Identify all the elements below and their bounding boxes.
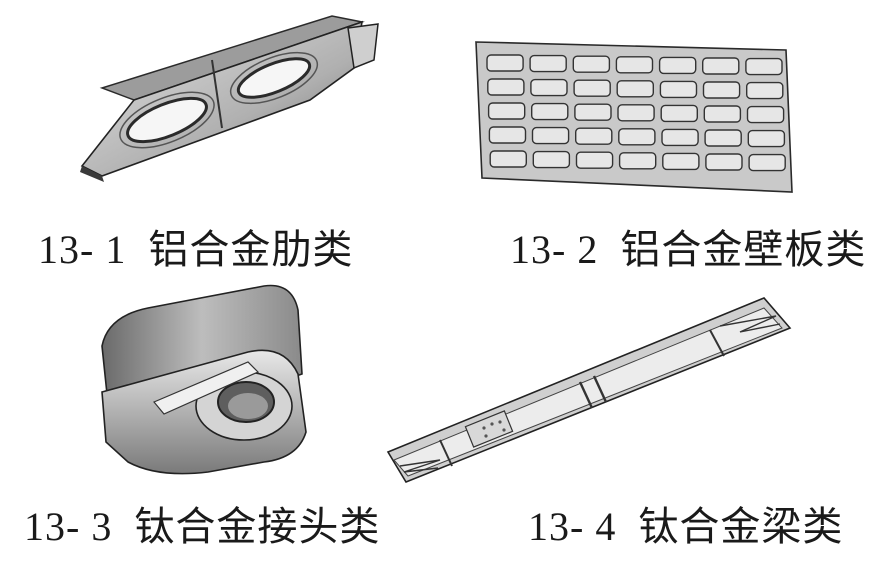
panel-pocket: [487, 102, 526, 120]
panel-pocket: [489, 150, 527, 168]
panel-pocket: [745, 57, 783, 76]
panel-pocket: [488, 126, 527, 144]
panel-pocket: [574, 103, 612, 121]
panel-pocket: [615, 56, 654, 74]
figure-13-3-caption: 13- 3 钛合金接头类: [24, 503, 380, 551]
panel-pocket: [659, 80, 698, 99]
panel-pocket: [617, 104, 655, 122]
figure-13-1-label: 铝合金肋类: [148, 227, 354, 273]
panel-pocket: [704, 129, 742, 147]
panel-pocket: [660, 104, 698, 123]
figure-13-2-label: 铝合金壁板类: [620, 227, 867, 273]
figure-13-3-number: 13- 3: [24, 504, 113, 549]
panel-pocket: [531, 126, 570, 145]
figure-13-1-number: 13- 1: [38, 227, 127, 272]
panel-pocket: [575, 151, 614, 169]
panel-pocket: [574, 127, 613, 145]
panel-pocket: [661, 128, 699, 147]
panel-pocket: [662, 152, 700, 171]
panel-pocket: [746, 81, 784, 100]
panel-pocket: [572, 55, 611, 73]
panel-pocket: [705, 153, 743, 171]
panel-pocket: [532, 150, 571, 169]
panel-pocket: [702, 81, 741, 99]
figure-13-4-number: 13- 4: [528, 504, 617, 549]
figure-13-4-label: 钛合金梁类: [638, 504, 844, 550]
figure-13-4-caption: 13- 4 钛合金梁类: [528, 503, 843, 551]
panel-pocket: [746, 105, 785, 124]
panel-pocket: [486, 54, 524, 72]
figure-13-3-label: 钛合金接头类: [134, 504, 381, 550]
panel-pocket: [701, 57, 740, 75]
panel-pocket: [618, 128, 656, 146]
figure-13-4-titanium-beam-image: [386, 297, 792, 483]
figure-13-1-aluminum-rib-image: [80, 15, 379, 182]
panel-pocket: [703, 105, 742, 123]
figure-13-2-caption: 13- 2 铝合金壁板类: [510, 226, 866, 274]
figure-13-2-number: 13- 2: [510, 227, 599, 272]
panel-pocket: [531, 102, 569, 121]
panel-pocket: [573, 79, 611, 97]
panel-pocket: [487, 78, 525, 96]
figure-13-1-caption: 13- 1 铝合金肋类: [38, 226, 353, 274]
panel-pocket: [616, 80, 654, 98]
panel-pocket: [747, 129, 786, 148]
panel-pocket: [530, 78, 568, 97]
panel-pocket: [748, 153, 786, 172]
figure-13-2-aluminum-panel-image: [475, 41, 793, 193]
figure-13-3-titanium-fitting-image: [101, 284, 307, 475]
panel-pocket: [618, 152, 657, 170]
panel-pocket: [658, 56, 697, 75]
panel-pocket: [529, 54, 567, 73]
